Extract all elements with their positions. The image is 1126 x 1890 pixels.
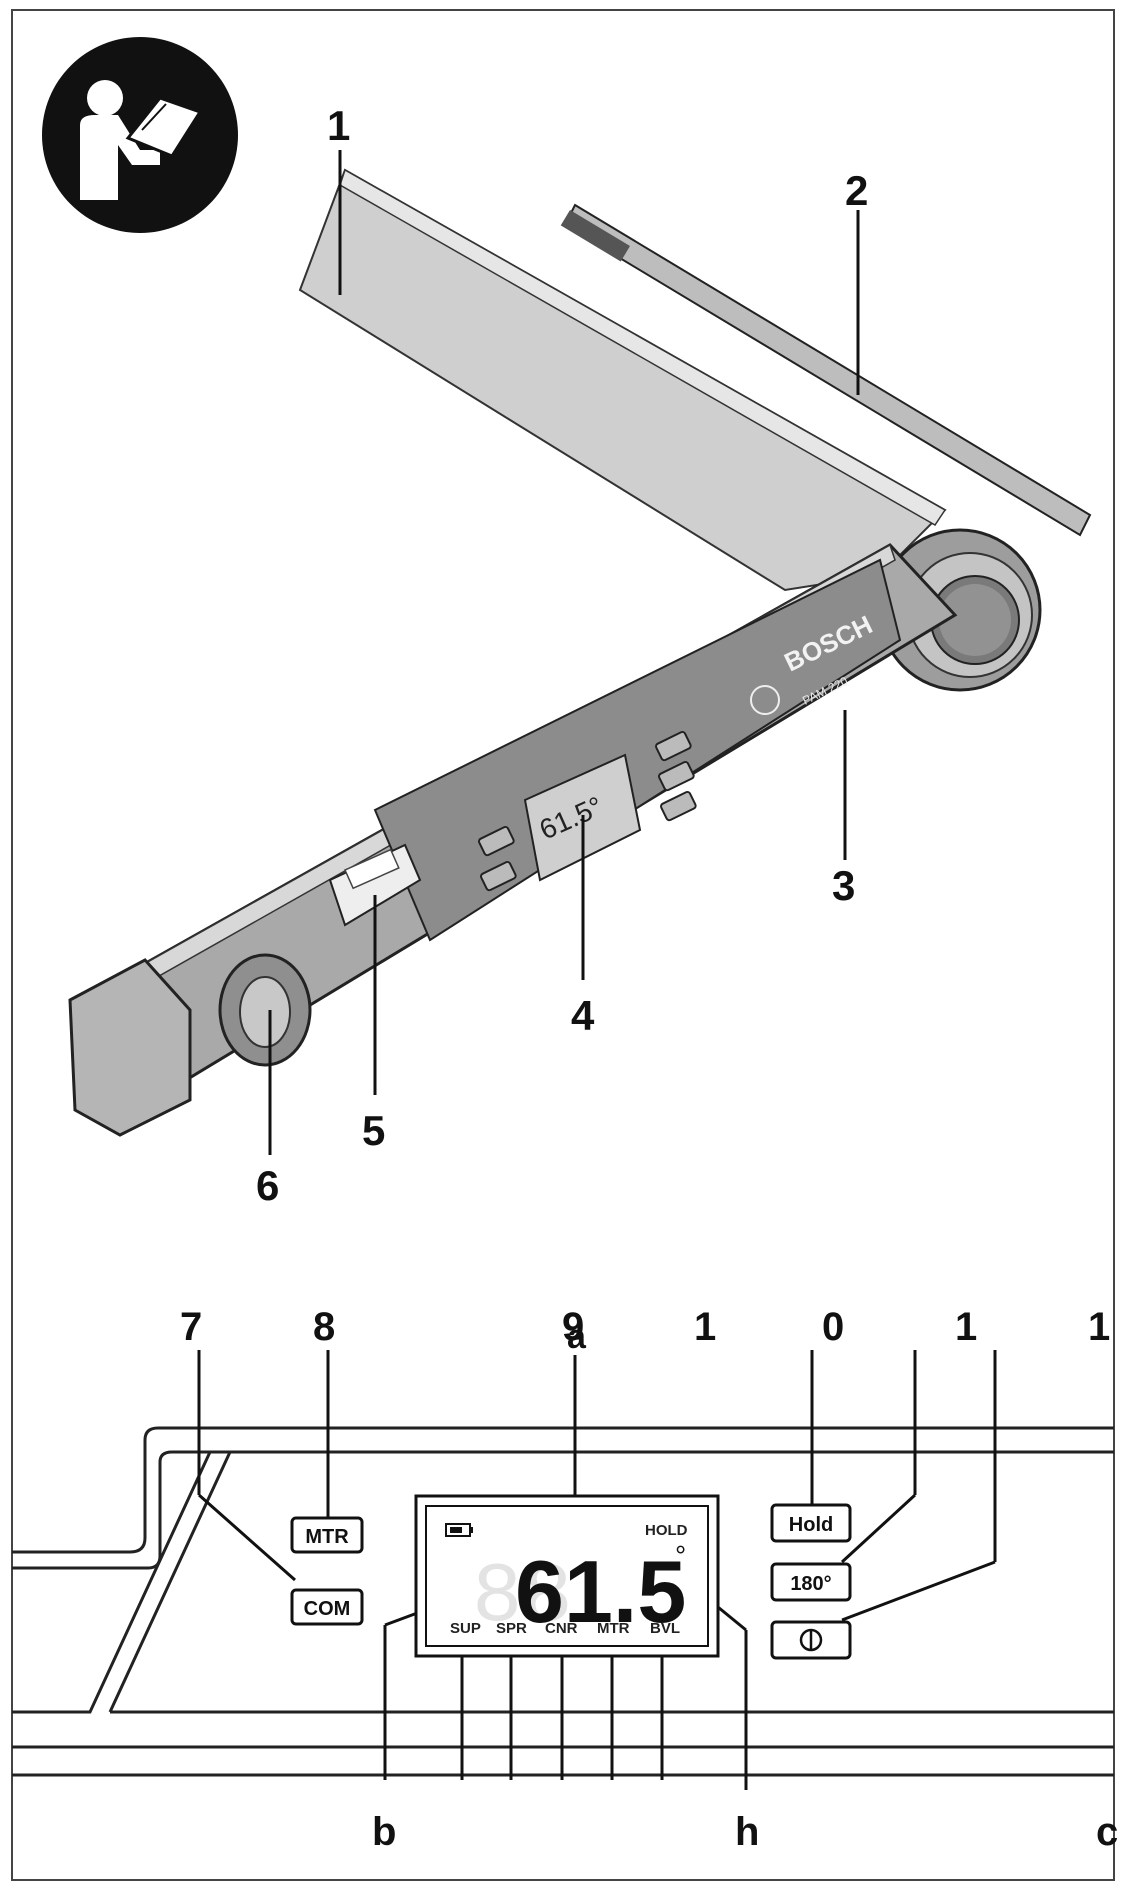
callout-c: c <box>1096 1810 1118 1854</box>
lcd-ghost-digits: 88 <box>472 1551 573 1646</box>
bottom-leader-lines <box>197 1350 997 1790</box>
svg-text:180°: 180° <box>790 1573 831 1595</box>
callout-10-1: 1 <box>694 1305 716 1349</box>
lcd-display: HOLD 88 61.5 ° SUP SPR CNR MTR BVL <box>414 1494 720 1658</box>
lcd-value: 61.5 <box>515 1542 686 1641</box>
svg-text:COM: COM <box>304 1598 351 1620</box>
power-icon <box>799 1628 823 1652</box>
top-leader-lines <box>268 150 860 1155</box>
callout-7: 7 <box>180 1305 202 1349</box>
rotate-180-button[interactable]: 180° <box>770 1562 852 1602</box>
com-button[interactable]: COM <box>290 1588 364 1626</box>
callout-8: 8 <box>313 1305 335 1349</box>
end-cap <box>68 953 312 1137</box>
mtr-button[interactable]: MTR <box>290 1516 364 1554</box>
callout-3: 3 <box>832 862 855 909</box>
hold-button[interactable]: Hold <box>770 1503 852 1543</box>
hinge <box>878 528 1042 692</box>
callout-a: a <box>567 1318 587 1356</box>
svg-text:Hold: Hold <box>789 1514 833 1536</box>
callout-2: 2 <box>845 167 868 214</box>
callout-10-0: 0 <box>822 1305 844 1349</box>
callout-1: 1 <box>327 102 350 149</box>
ruler <box>560 203 1092 537</box>
power-button[interactable] <box>770 1620 852 1660</box>
lcd-mode-sup: SUP <box>450 1620 481 1637</box>
battery-icon <box>445 1523 473 1537</box>
lcd-degree: ° <box>675 1540 686 1571</box>
callout-12-1: 1 <box>1088 1305 1110 1349</box>
lcd-mode-cnr: CNR <box>545 1620 578 1637</box>
angle-measurer-illustration: BOSCH PAM 220 61.5° <box>68 168 1092 1137</box>
svg-text:MTR: MTR <box>305 1526 349 1548</box>
callout-b: b <box>372 1810 396 1854</box>
callout-5: 5 <box>362 1107 385 1154</box>
lcd-mode-bvl: BVL <box>650 1620 680 1637</box>
callout-4: 4 <box>571 992 595 1039</box>
lcd-mode-mtr: MTR <box>597 1620 630 1637</box>
lcd-hold: HOLD <box>645 1522 688 1539</box>
callout-9: 9 <box>562 1305 584 1349</box>
read-manual-icon <box>42 37 238 233</box>
spirit-level-vial <box>328 843 422 927</box>
callout-11-1: 1 <box>955 1305 977 1349</box>
callout-h: h <box>735 1810 759 1854</box>
callout-6: 6 <box>256 1162 279 1209</box>
lcd-mode-spr: SPR <box>496 1620 527 1637</box>
